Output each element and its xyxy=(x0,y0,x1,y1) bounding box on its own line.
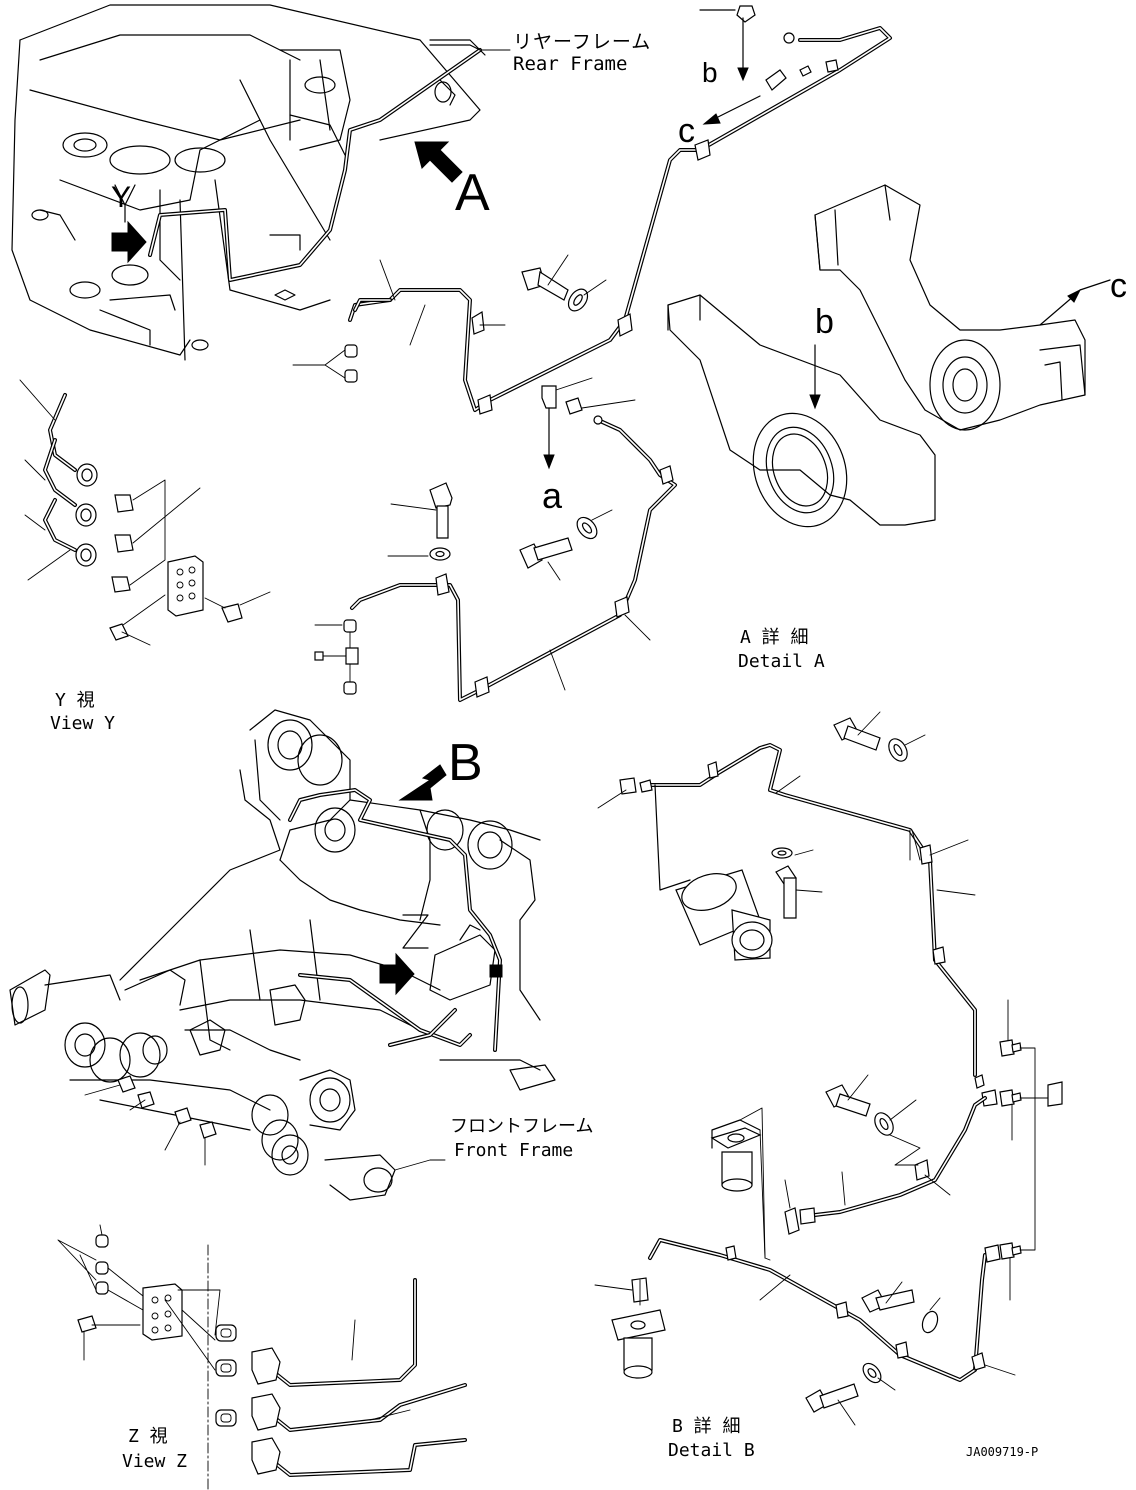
detail-a-illustration xyxy=(292,5,892,702)
detail-b-illustration xyxy=(594,711,1063,1426)
axle-illustration xyxy=(667,184,1111,528)
view-y-illustration xyxy=(19,379,271,646)
ref-b-axle-label: b xyxy=(815,303,834,341)
detail-b-arrow xyxy=(398,764,447,801)
arrow-b-label: B xyxy=(448,734,483,792)
detail-a-label-jp: A 詳 細 xyxy=(740,627,809,648)
view-z-illustration xyxy=(57,1224,467,1490)
detail-a-arrow xyxy=(414,141,463,183)
rear-frame-label-en: Rear Frame xyxy=(513,53,627,75)
front-frame-label-jp: フロントフレーム xyxy=(450,1116,593,1137)
detail-b-label-jp: B 詳 細 xyxy=(672,1416,741,1437)
front-frame-illustration xyxy=(9,709,556,1201)
view-z-label-jp: Z 視 xyxy=(128,1426,168,1447)
rear-frame-label-jp: リヤーフレーム xyxy=(513,31,651,53)
front-frame-fittings xyxy=(84,1075,446,1171)
drawing-number: JA009719-P xyxy=(966,1445,1038,1459)
view-y-arrow xyxy=(111,184,147,264)
arrow-y-label: Y xyxy=(111,181,131,214)
view-y-label-en: View Y xyxy=(50,713,115,734)
detail-a-label-en: Detail A xyxy=(738,651,825,672)
ref-a-label: a xyxy=(542,475,563,516)
ref-c-upper-label: c xyxy=(678,112,695,150)
view-y-label-jp: Y 視 xyxy=(55,690,95,711)
rear-frame-illustration xyxy=(11,4,486,361)
ref-b-upper-label: b xyxy=(702,57,718,88)
detail-b-label-en: Detail B xyxy=(668,1440,755,1461)
view-z-arrow xyxy=(379,914,429,996)
arrow-a-label: A xyxy=(455,164,490,222)
front-frame-label-en: Front Frame xyxy=(454,1140,573,1161)
view-z-label-en: View Z xyxy=(122,1451,187,1472)
ref-c-axle-label: c xyxy=(1110,267,1127,305)
